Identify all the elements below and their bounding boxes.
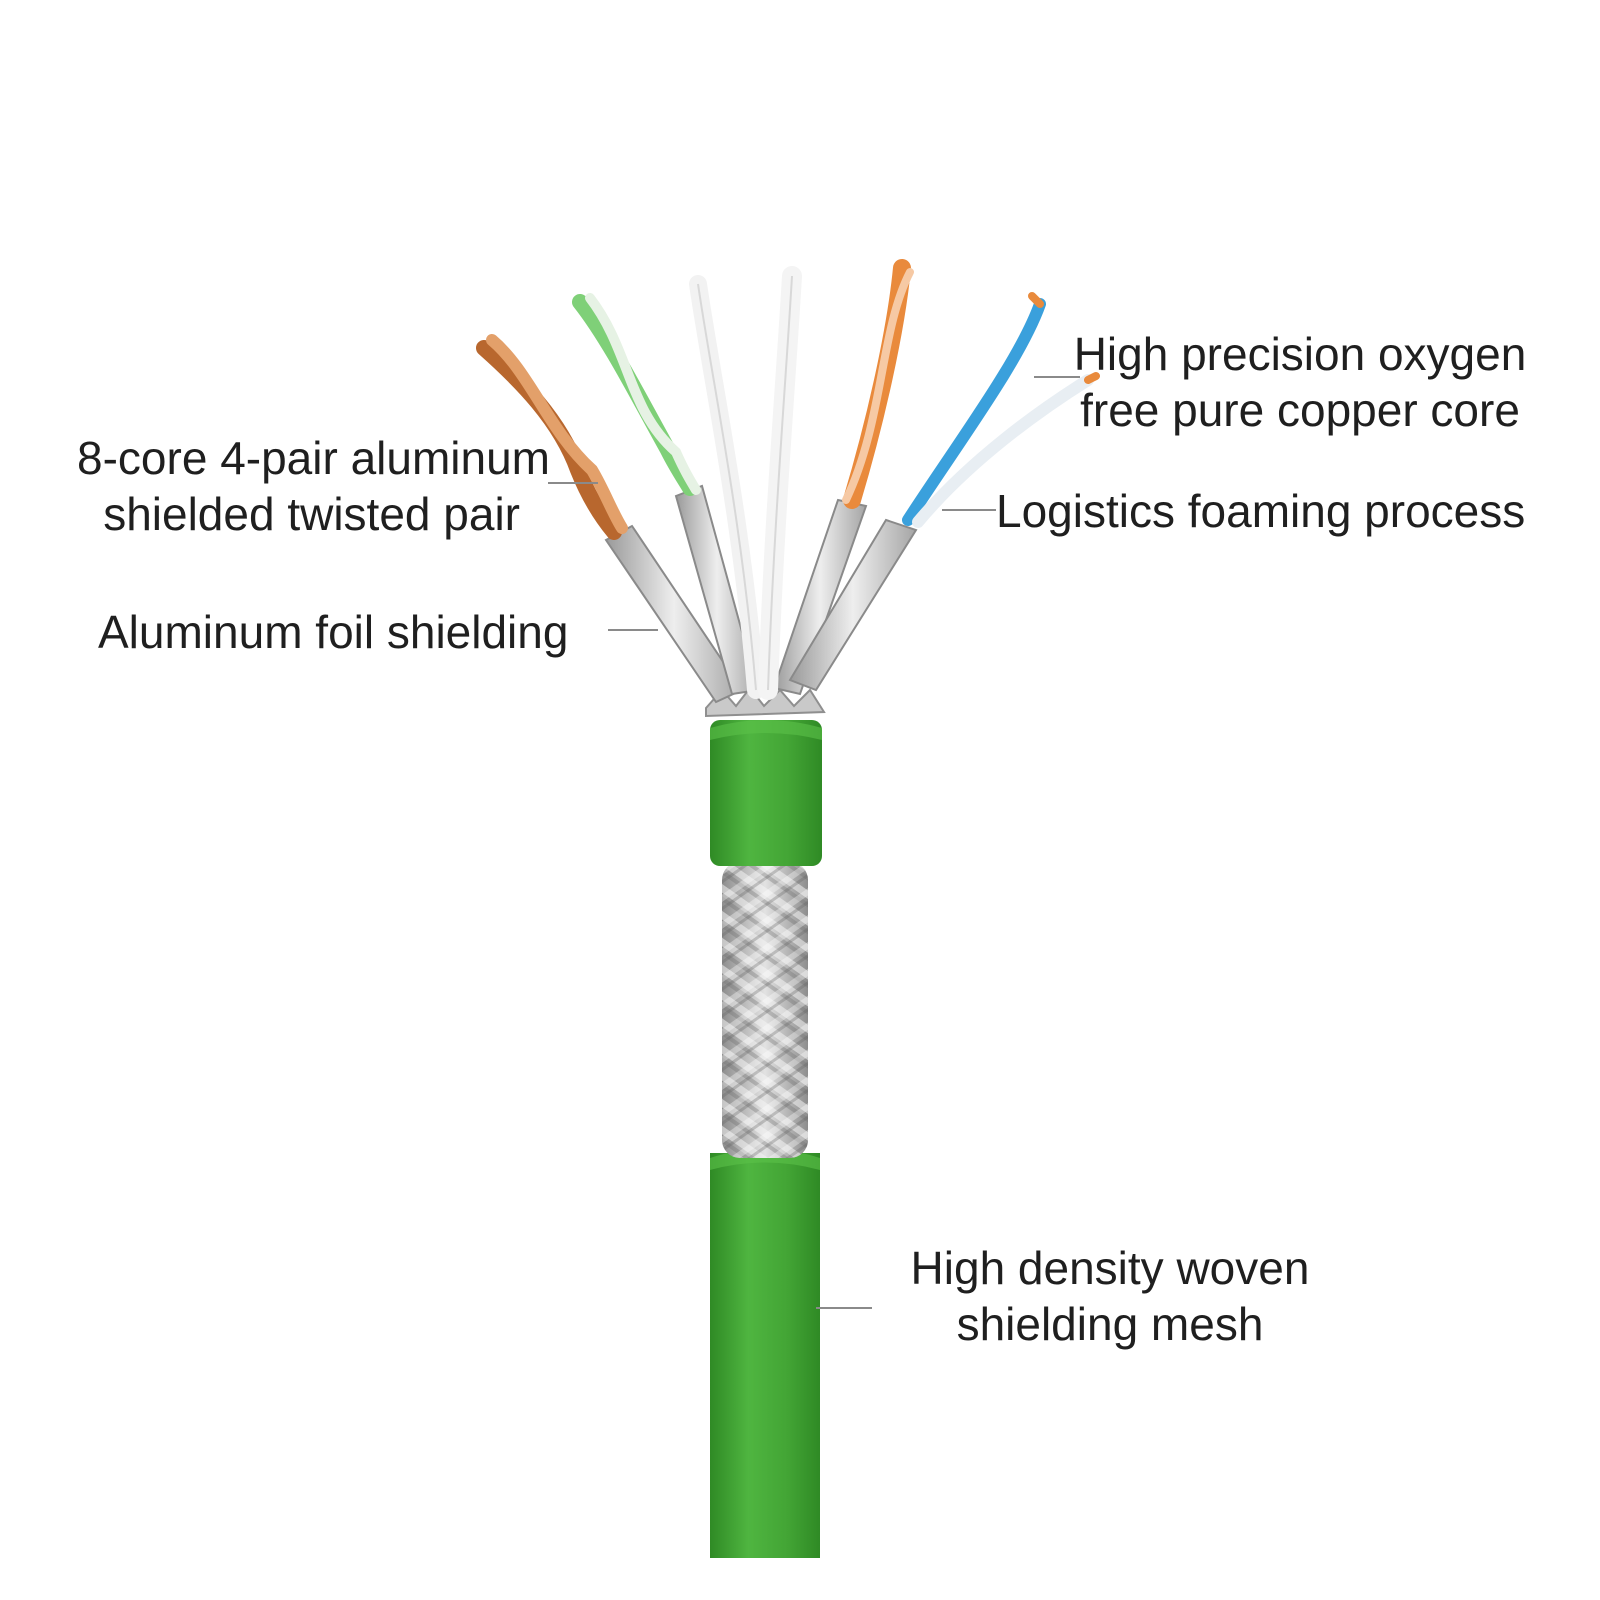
label-mesh-line2: shielding mesh	[956, 1298, 1264, 1350]
label-twisted-pair: 8-core 4-pair aluminum shielded twisted …	[56, 430, 550, 542]
label-twisted-pair-line2: shielded twisted pair	[103, 488, 520, 540]
outer-jacket-ring	[710, 720, 822, 866]
outer-jacket-lower	[710, 1149, 820, 1558]
label-foil-line1: Aluminum foil shielding	[98, 606, 569, 658]
white-wires	[689, 266, 802, 700]
label-foil: Aluminum foil shielding	[98, 604, 568, 660]
label-foaming-line1: Logistics foaming process	[996, 485, 1526, 537]
leader-lines	[548, 376, 1080, 1309]
foil-shielded-pairs	[604, 484, 918, 704]
label-mesh: High density woven shielding mesh	[900, 1240, 1320, 1352]
woven-shielding-mesh	[722, 862, 808, 1158]
orange-brown-pair	[476, 334, 628, 540]
label-copper-core-line1: High precision oxygen	[1073, 328, 1527, 380]
label-copper-core: High precision oxygen free pure copper c…	[1060, 326, 1540, 438]
blue-white-pair	[902, 292, 1100, 528]
label-copper-core-line2: free pure copper core	[1080, 384, 1520, 436]
green-white-pair	[572, 293, 701, 496]
label-foaming: Logistics foaming process	[996, 483, 1525, 539]
label-mesh-line1: High density woven	[910, 1242, 1310, 1294]
orange-white-pair	[842, 259, 914, 509]
label-twisted-pair-line1: 8-core 4-pair aluminum	[77, 432, 550, 484]
